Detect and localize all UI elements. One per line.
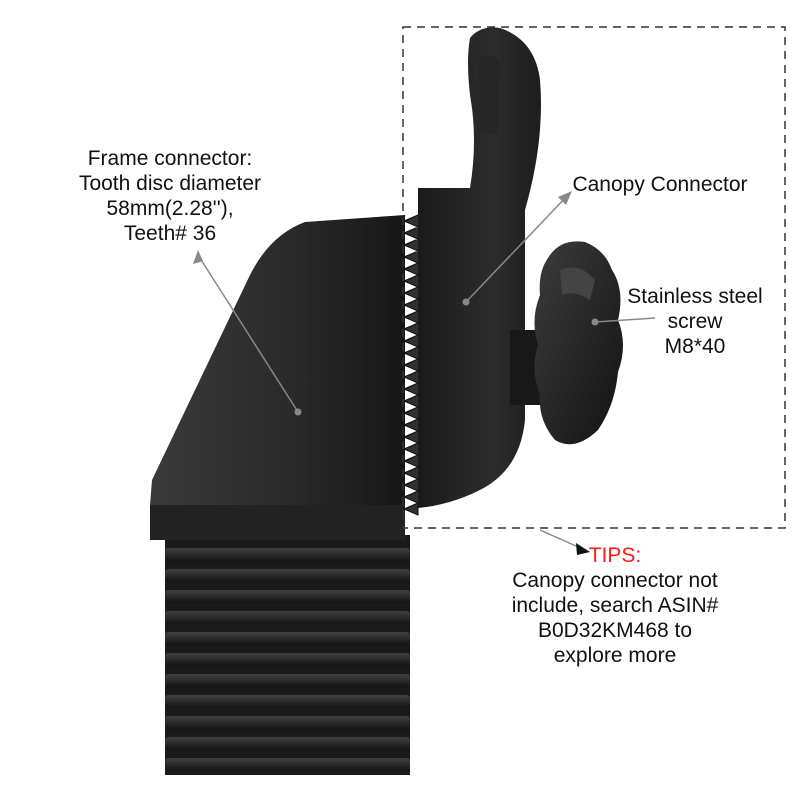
tube-rib <box>165 632 410 645</box>
tips-title: TIPS: <box>588 544 642 567</box>
tips-line: B0D32KM468 to <box>537 619 693 642</box>
tips-note: TIPS: Canopy connector not include, sear… <box>470 543 760 668</box>
knob-screw <box>510 241 623 445</box>
tube-rib <box>165 674 410 687</box>
frame-connector-label: Frame connector: Tooth disc diameter 58m… <box>40 146 300 246</box>
frame-label-line: Tooth disc diameter <box>78 172 262 195</box>
ribbed-tube-insert <box>165 535 410 775</box>
tube-rib <box>165 611 410 624</box>
canopy-leader <box>465 194 569 303</box>
knob-head <box>534 241 623 445</box>
screw-label-line: screw <box>667 310 723 333</box>
canopy-label-line: Canopy Connector <box>572 173 748 196</box>
frame-label-line: 58mm(2.28''), <box>106 197 234 220</box>
tube-rib <box>165 695 410 708</box>
not-included-dashed-box <box>402 26 786 529</box>
canopy-arrowhead <box>558 191 572 205</box>
screw-label-line: Stainless steel <box>627 285 763 308</box>
frame-arrowhead <box>193 250 203 264</box>
tube-rib <box>165 548 410 561</box>
frame-label-line: Teeth# 36 <box>123 222 217 245</box>
tips-arrowhead <box>576 543 590 555</box>
tube-rib <box>165 569 410 582</box>
tips-line: explore more <box>553 644 677 667</box>
canopy-connector-hole <box>478 55 500 135</box>
leader-tips <box>294 298 599 416</box>
frame-label-line: Frame connector: <box>87 147 253 170</box>
frame-connector-edge <box>150 505 405 540</box>
tube-rib <box>165 758 410 771</box>
tube-rib <box>165 716 410 729</box>
screw-label-line: M8*40 <box>664 335 726 358</box>
frame-connector-body <box>150 215 405 540</box>
canopy-connector-label: Canopy Connector <box>550 172 770 197</box>
tube-rib <box>165 737 410 750</box>
tube-ribs <box>165 548 410 771</box>
screw-leader <box>594 317 656 323</box>
tips-line: Canopy connector not <box>512 569 718 592</box>
tips-line: include, search ASIN# <box>511 594 719 617</box>
tube-rib <box>165 653 410 666</box>
frame-leader <box>197 254 299 413</box>
screw-label: Stainless steel screw M8*40 <box>610 284 780 359</box>
tube-rib <box>165 590 410 603</box>
